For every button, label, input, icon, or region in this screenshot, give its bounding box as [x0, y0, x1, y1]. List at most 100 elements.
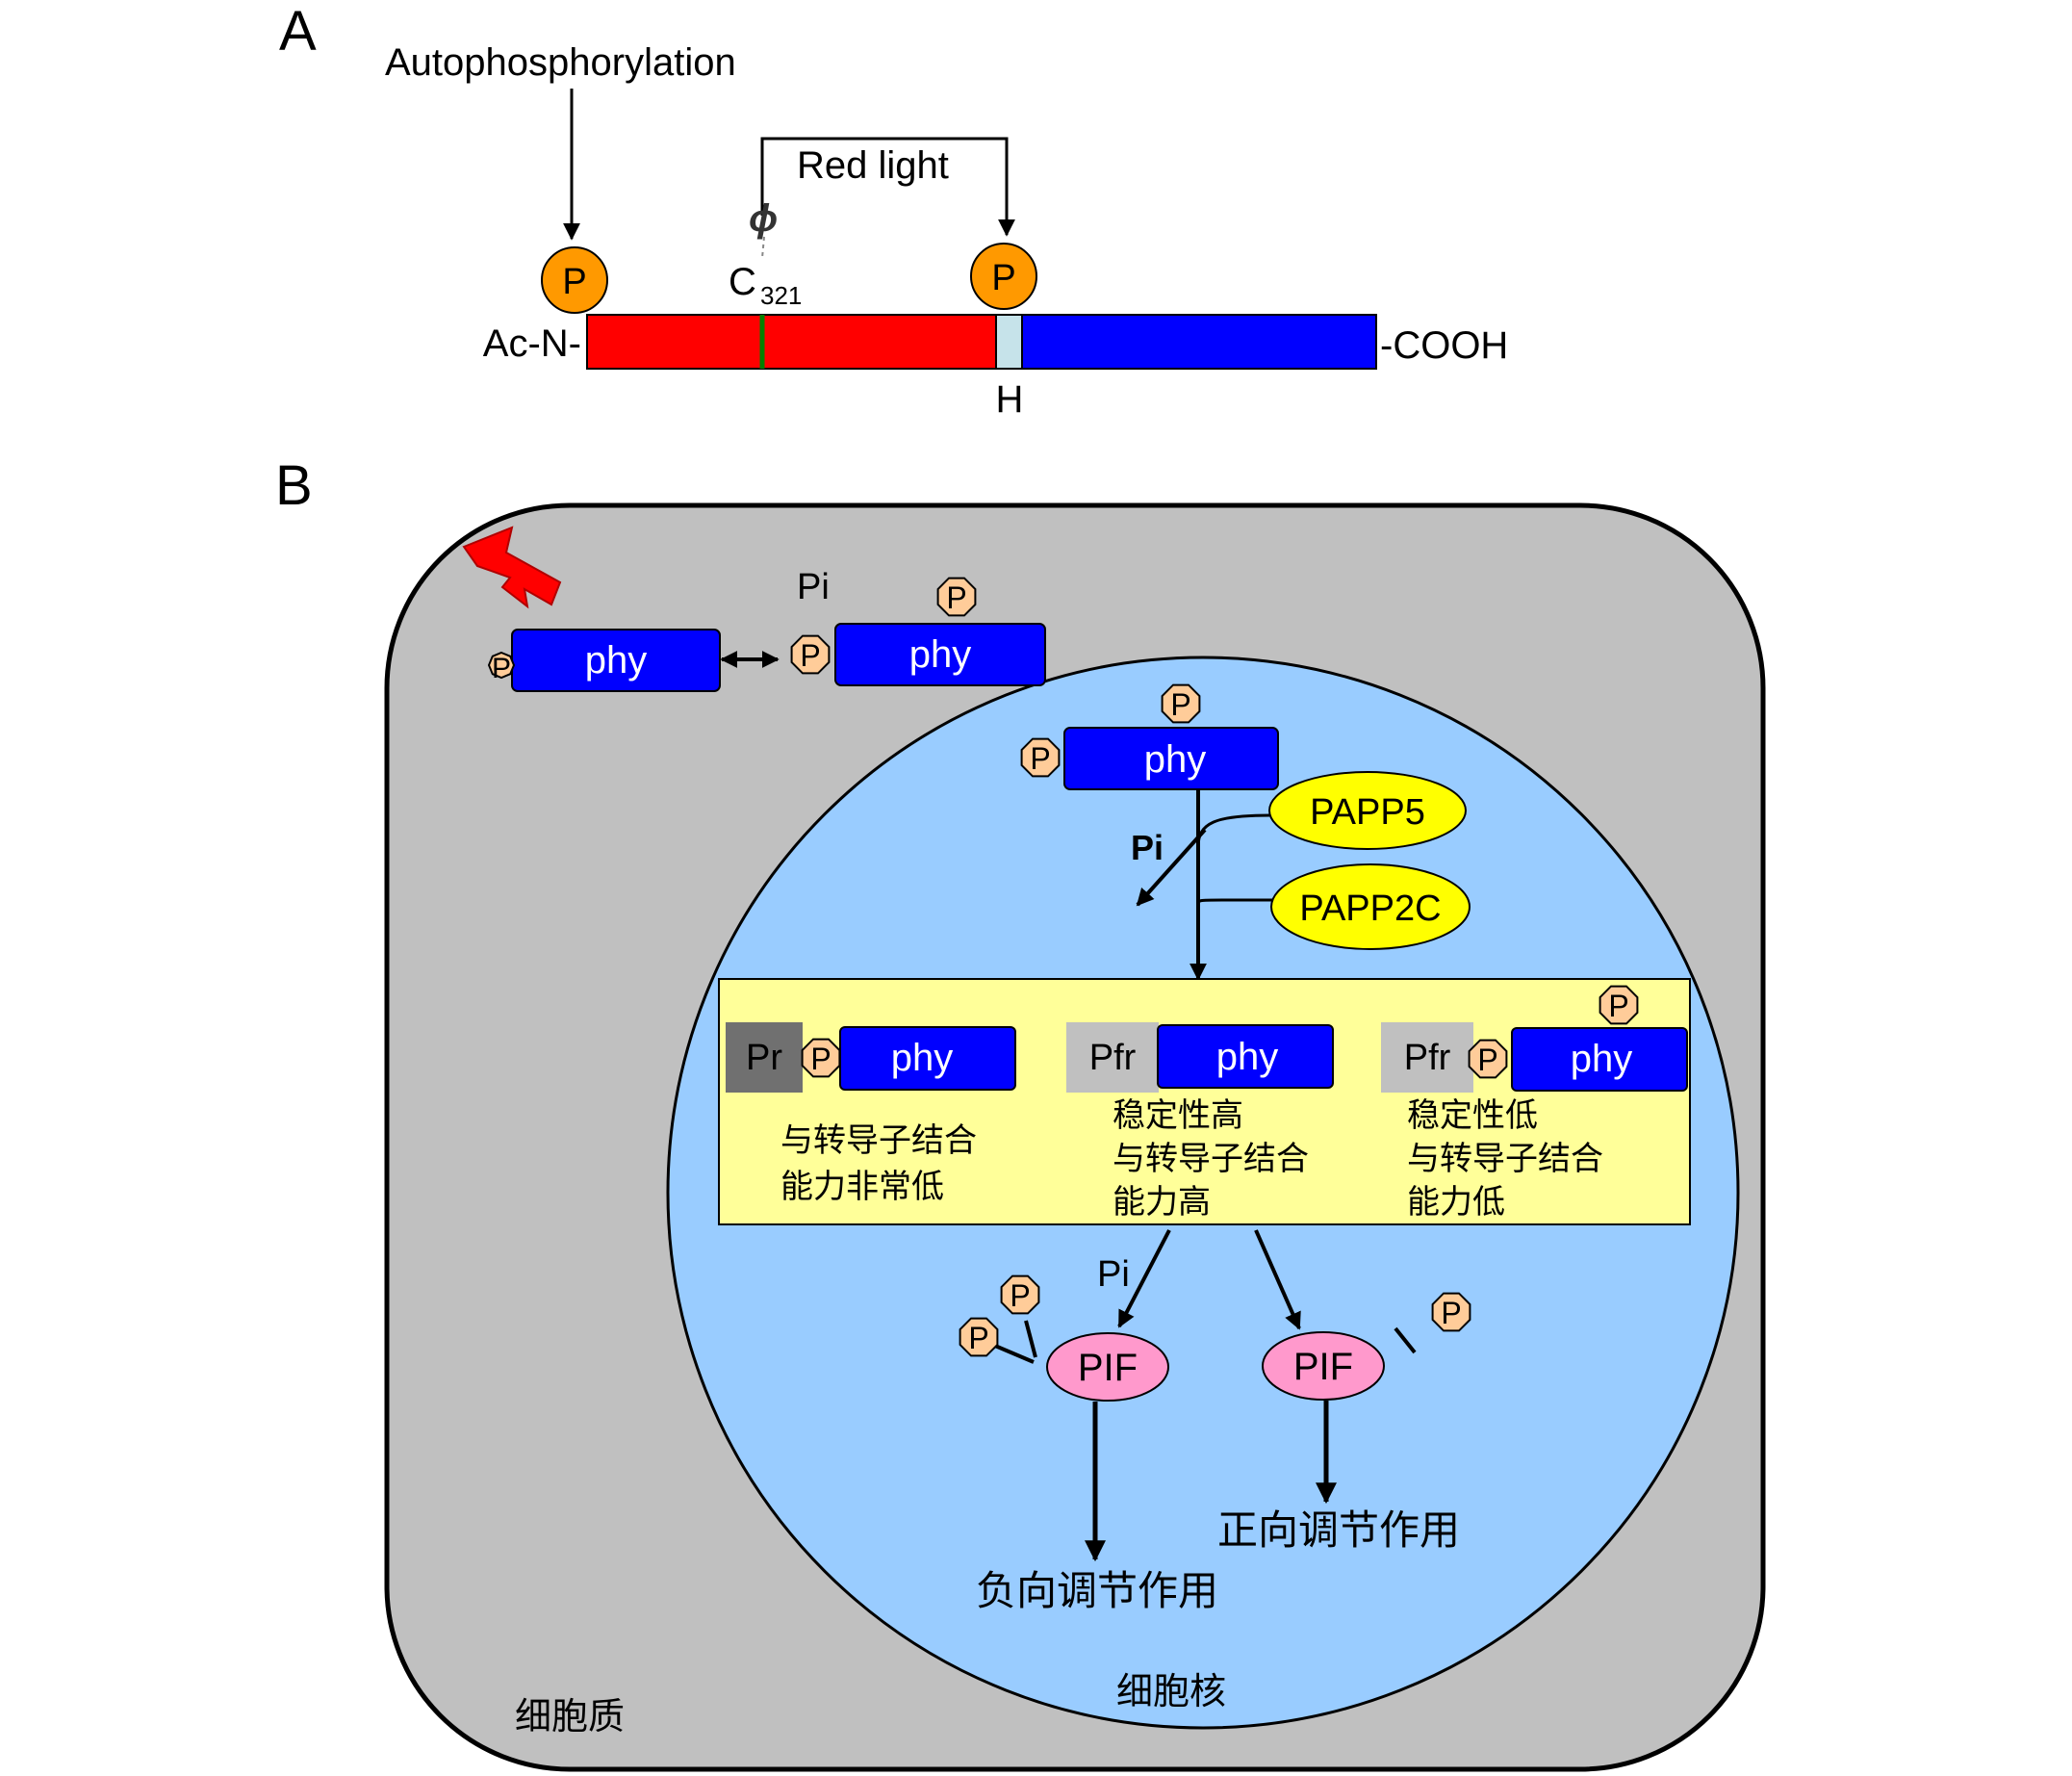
- phospho-small: [1468, 1039, 1508, 1079]
- papp2c-label: PAPP2C: [1299, 888, 1441, 929]
- phy-label: phy: [1144, 738, 1207, 781]
- phospho-small-label: P: [492, 653, 511, 684]
- cysteine-number: 321: [760, 281, 802, 310]
- nucleus-label: 细胞核: [1116, 1670, 1226, 1712]
- phospho-small: [1161, 683, 1201, 724]
- negative-regulation-label: 负向调节作用: [976, 1567, 1218, 1614]
- phy-label: phy: [1571, 1038, 1633, 1080]
- phospho-small-label: P: [1170, 687, 1190, 722]
- hinge-label: H: [996, 378, 1024, 421]
- panel-b: B phy P Pi phy phy Pi: [275, 454, 1766, 1772]
- phospho-small: [1599, 985, 1639, 1025]
- papp5-label: PAPP5: [1310, 792, 1425, 833]
- pi-cytoplasm: Pi: [797, 567, 830, 607]
- phy-label: phy: [891, 1037, 954, 1079]
- form-box: [726, 1022, 803, 1093]
- phospho-small: [487, 651, 516, 680]
- state-desc-line: 能力非常低: [780, 1168, 944, 1206]
- n-terminus-label: Ac-N-: [483, 322, 581, 365]
- chromophore-phi: ϕ: [749, 197, 778, 240]
- phospho-small-label: P: [1608, 989, 1628, 1023]
- papp5: PAPP5: [1268, 771, 1467, 850]
- pif-label: PIF: [1078, 1347, 1138, 1389]
- state-pfr-unstable: Pfr phy 稳定性低 与转导子结合 能力低: [1381, 1022, 1688, 1222]
- phospho-link: [1024, 1320, 1037, 1358]
- state-desc-line: 能力低: [1407, 1183, 1505, 1222]
- cytoplasm-phy-unphos: phy P: [487, 629, 721, 692]
- autophosphorylation-label: Autophosphorylation: [385, 41, 736, 84]
- phospho-label: P: [991, 258, 1015, 298]
- n-terminal-domain: [586, 314, 997, 370]
- phospho-n-terminal: P: [541, 246, 608, 314]
- phospho-small-label: P: [800, 638, 820, 673]
- phy-box: [1511, 1027, 1688, 1092]
- panel-a-label: A: [279, 0, 317, 63]
- phy-label: phy: [909, 633, 972, 676]
- red-light-label: Red light: [797, 144, 949, 187]
- papp5-oval: [1268, 771, 1467, 850]
- cytoplasm-label: 细胞质: [515, 1695, 625, 1737]
- hinge-region: [995, 314, 1023, 370]
- phospho-small: [959, 1317, 999, 1357]
- phospho-label: P: [562, 262, 586, 302]
- state-desc-line: 稳定性高: [1113, 1096, 1243, 1135]
- phy-label: phy: [585, 639, 648, 682]
- pi-pif: Pi: [1097, 1254, 1130, 1295]
- phy-box: [1063, 727, 1279, 790]
- phospho-small: [801, 1038, 841, 1078]
- cytoplasm-phy-phos: phy: [834, 623, 1046, 686]
- pif-oval: [1262, 1331, 1385, 1401]
- papp2c-oval: [1270, 863, 1471, 950]
- pi-release-arrow: [1136, 828, 1207, 907]
- state-desc-line: 能力高: [1113, 1183, 1211, 1222]
- phospho-small-label: P: [1010, 1278, 1030, 1313]
- phospho-hinge: P: [970, 243, 1037, 310]
- cysteine-letter: C: [729, 261, 756, 303]
- phy-label: phy: [1216, 1036, 1279, 1078]
- pi-nucleus: Pi: [1131, 828, 1164, 867]
- c-terminus-label: -COOH: [1380, 324, 1508, 367]
- phospho-small-label: P: [968, 1321, 988, 1355]
- form-label: Pfr: [1404, 1038, 1451, 1078]
- form-label: Pfr: [1089, 1038, 1137, 1078]
- phospho-small-label: P: [1030, 741, 1050, 776]
- positive-regulation-label: 正向调节作用: [1217, 1506, 1460, 1554]
- phospho-small: [790, 634, 831, 675]
- pif-active: PIF: [1262, 1331, 1385, 1401]
- phospho-link: [1394, 1326, 1417, 1354]
- phospho-link: [994, 1344, 1035, 1364]
- form-label: Pr: [746, 1038, 782, 1078]
- phospho-small: [936, 577, 977, 617]
- phospho-small: [1431, 1292, 1471, 1332]
- papp2c-link: [1196, 898, 1280, 906]
- pif-label: PIF: [1293, 1346, 1353, 1388]
- state-desc-line: 稳定性低: [1407, 1096, 1538, 1135]
- form-box: [1381, 1022, 1473, 1093]
- phospho-small-label: P: [1441, 1296, 1461, 1330]
- panel-b-label: B: [275, 454, 313, 517]
- phospho-circle: [541, 246, 608, 314]
- phy-box: [1157, 1024, 1334, 1089]
- phospho-small-label: P: [946, 580, 966, 615]
- phospho-circle: [970, 243, 1037, 310]
- papp5-link: [1196, 813, 1271, 848]
- state-desc-line: 与转导子结合: [1407, 1140, 1603, 1178]
- phy-state-panel: [718, 978, 1691, 1225]
- panel-a: A Autophosphorylation Red light ϕ C 321 …: [279, 0, 1508, 421]
- lightning-icon: [462, 526, 562, 609]
- phospho-small: [1020, 737, 1061, 778]
- chromophore-link: [761, 236, 765, 259]
- state-pfr-stable: Pfr phy 稳定性高 与转导子结合 能力高: [1066, 1022, 1334, 1222]
- phospho-small-label: P: [810, 1042, 831, 1076]
- pif-binding-arrow: [1254, 1229, 1301, 1330]
- red-light-bracket: [760, 137, 1009, 229]
- papp2c: PAPP2C: [1270, 863, 1471, 950]
- c-terminal-domain: [1021, 314, 1377, 370]
- phospho-small-label: P: [1477, 1042, 1497, 1077]
- nucleus-phy-phos: phy: [1063, 727, 1279, 790]
- pif-oval: [1046, 1332, 1169, 1402]
- phospho-small: [1000, 1274, 1040, 1315]
- state-desc-line: 与转导子结合: [1113, 1140, 1309, 1178]
